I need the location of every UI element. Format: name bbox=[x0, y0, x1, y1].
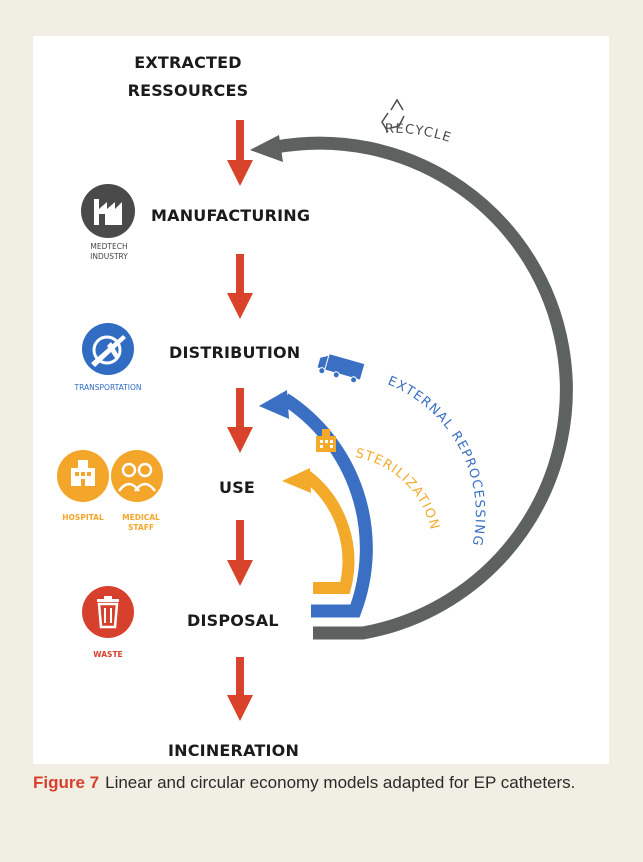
stage-manufacturing: MANUFACTURING bbox=[151, 206, 310, 225]
hospital-icon bbox=[57, 450, 109, 502]
flow-arrows bbox=[227, 120, 253, 721]
external-reprocessing-arrowhead bbox=[259, 390, 289, 419]
medical-staff-label-line2: STAFF bbox=[128, 523, 154, 532]
caption-text: Linear and circular economy models adapt… bbox=[105, 773, 576, 792]
circular-economy-diagram: EXTRACTED RESSOURCES MANUFACTURING DISTR… bbox=[57, 53, 573, 760]
medtech-label-line2: INDUSTRY bbox=[90, 252, 128, 261]
flow-arrow-3 bbox=[227, 388, 253, 453]
medical-staff-label-line1: MEDICAL bbox=[122, 513, 160, 522]
medical-staff-icon bbox=[111, 450, 163, 502]
factory-icon bbox=[81, 184, 135, 238]
stage-distribution: DISTRIBUTION bbox=[169, 343, 300, 362]
recycle-icon bbox=[381, 98, 405, 133]
hospital-building-icon bbox=[316, 429, 336, 452]
stage-disposal: DISPOSAL bbox=[187, 611, 279, 630]
hospital-label: HOSPITAL bbox=[62, 513, 104, 522]
stage-incineration: INCINERATION bbox=[168, 741, 299, 760]
sterilization-arrowhead bbox=[282, 468, 311, 493]
waste-label: WASTE bbox=[93, 650, 122, 659]
waste-bin-icon bbox=[82, 586, 134, 638]
figure-caption: Figure 7 Linear and circular economy mode… bbox=[33, 769, 623, 796]
recycle-label-text: RECYCLE bbox=[385, 122, 453, 146]
recycle-label: RECYCLE bbox=[385, 122, 454, 146]
external-reprocessing-arc bbox=[281, 393, 373, 618]
recycle-loop-arrowhead bbox=[250, 135, 283, 162]
stage-use: USE bbox=[219, 478, 255, 497]
truck-icon bbox=[317, 354, 365, 384]
transportation-label: TRANSPORTATION bbox=[74, 383, 142, 392]
flow-arrow-2 bbox=[227, 254, 253, 319]
figure-panel: EXTRACTED RESSOURCES MANUFACTURING DISTR… bbox=[33, 36, 609, 764]
transportation-icon bbox=[82, 323, 134, 375]
medtech-label-line1: MEDTECH bbox=[90, 242, 127, 251]
flow-arrow-1 bbox=[227, 120, 253, 186]
flow-arrow-5 bbox=[227, 657, 253, 721]
sterilization-arc bbox=[303, 471, 355, 594]
stage-extracted-line2: RESSOURCES bbox=[128, 81, 249, 100]
recycle-loop-arc bbox=[274, 136, 573, 640]
flow-arrow-4 bbox=[227, 520, 253, 586]
stage-extracted-line1: EXTRACTED bbox=[134, 53, 242, 72]
figure-number: Figure 7 bbox=[33, 773, 100, 792]
